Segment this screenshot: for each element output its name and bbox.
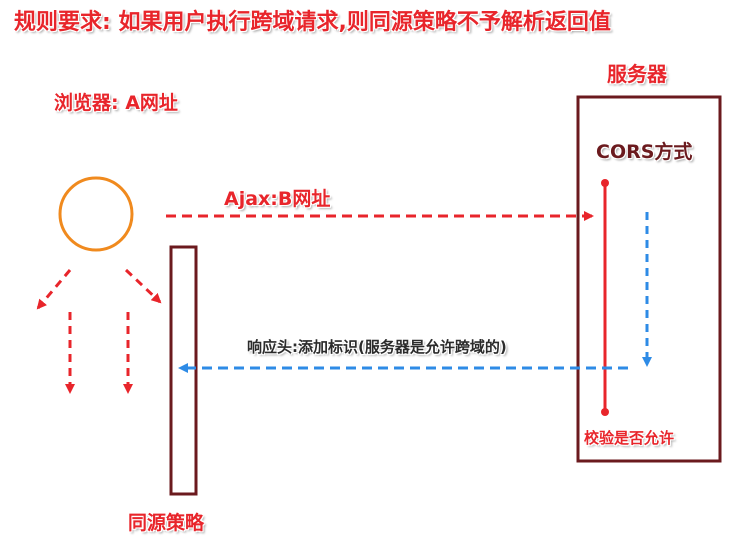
cors-check-label: 校验是否允许 (584, 429, 675, 447)
browser-label: 浏览器: A网址 (54, 92, 178, 114)
same-origin-policy-label: 同源策略 (128, 512, 205, 534)
user-left-arm-arrow (36, 269, 72, 310)
same-origin-policy-box (169, 245, 198, 496)
user-head-icon (58, 176, 134, 252)
cors-lifeline-end (601, 408, 609, 416)
response-header-label: 响应头:添加标识(服务器是允许跨域的) (247, 338, 507, 356)
cors-lifeline-start (601, 179, 609, 187)
cors-method-label: CORS方式 (596, 141, 693, 163)
server-label: 服务器 (607, 62, 667, 86)
ajax-request-label: Ajax:B网址 (224, 188, 331, 210)
rule-title: 规则要求: 如果用户执行跨域请求,则同源策略不予解析返回值 (14, 10, 611, 35)
user-right-arm-arrow (124, 268, 162, 304)
server-box (576, 95, 722, 463)
